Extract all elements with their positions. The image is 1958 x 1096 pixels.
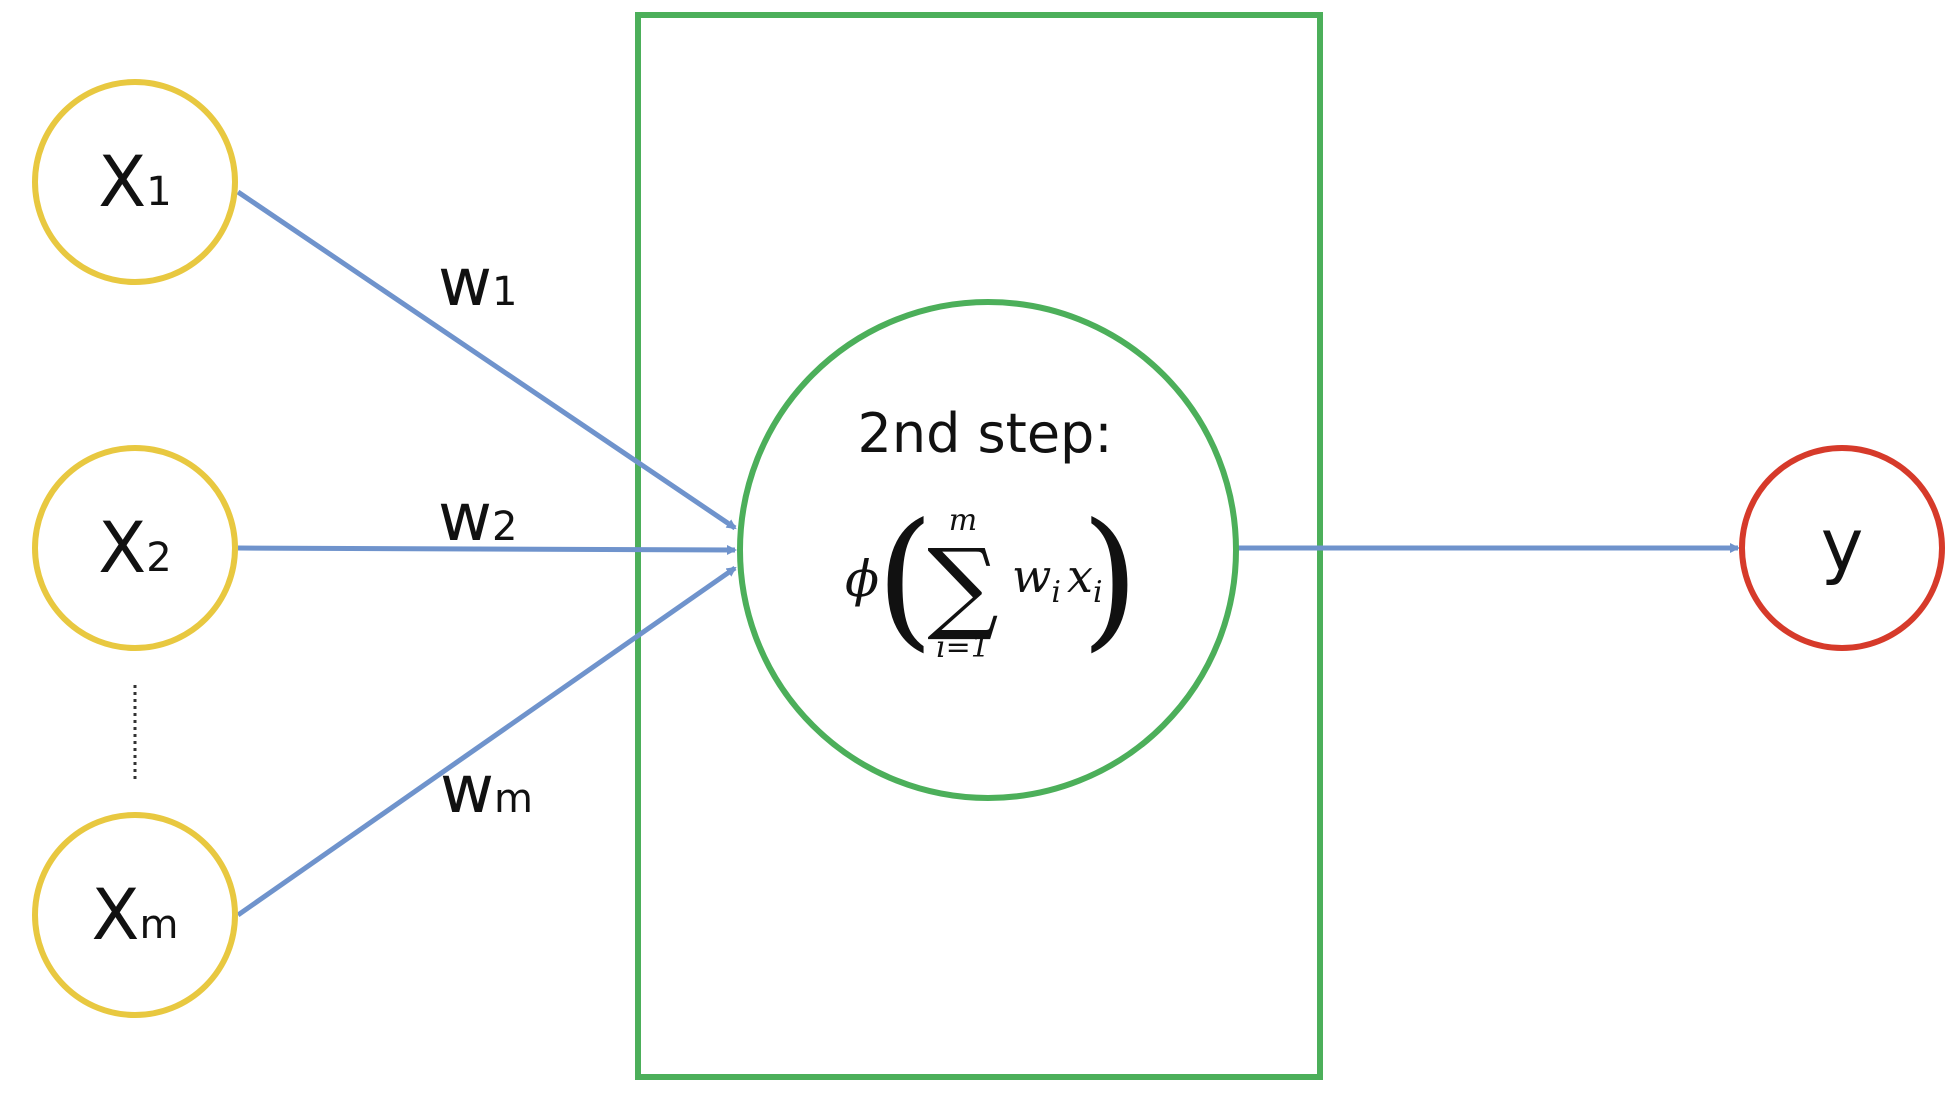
formula-sigma: ∑ bbox=[927, 527, 998, 644]
connection-x1 bbox=[236, 189, 737, 531]
weight-label-w1: w1 bbox=[438, 244, 517, 321]
formula-x: x bbox=[1067, 549, 1093, 603]
input-node-x2: X2 bbox=[32, 445, 238, 651]
input-node-xm: Xm bbox=[32, 812, 238, 1018]
connection-x2 bbox=[237, 544, 737, 555]
input-sub-xm: m bbox=[140, 902, 179, 948]
weight-main-w2: w bbox=[438, 479, 492, 556]
formula-w-sub: i bbox=[1051, 575, 1061, 610]
weight-label-wm: wm bbox=[440, 751, 533, 828]
input-sub-x1: 1 bbox=[146, 169, 171, 215]
formula-phi: ϕ bbox=[845, 550, 879, 608]
input-label-x2: X bbox=[98, 507, 146, 589]
neuron-step-title: 2nd step: bbox=[857, 402, 1112, 465]
svg-text:X2: X2 bbox=[98, 507, 171, 589]
weight-sub-w1: 1 bbox=[492, 269, 517, 315]
input-label-xm: X bbox=[92, 874, 140, 956]
input-sub-x2: 2 bbox=[146, 535, 171, 581]
formula-w: w bbox=[1012, 549, 1051, 603]
formula-lower-limit: i=1 bbox=[936, 630, 990, 665]
weight-main-wm: w bbox=[440, 751, 494, 828]
formula-x-sub: i bbox=[1093, 575, 1103, 610]
input-label-x1: X bbox=[98, 141, 146, 223]
weight-sub-wm: m bbox=[494, 776, 533, 822]
output-node-y: y bbox=[1739, 445, 1945, 651]
input-node-x1: X1 bbox=[32, 79, 238, 285]
formula-open-paren: ( bbox=[876, 492, 935, 666]
formula-upper-limit: m bbox=[949, 503, 977, 538]
weight-sub-w2: 2 bbox=[492, 504, 517, 550]
output-label: y bbox=[1821, 503, 1864, 587]
svg-text:Xm: Xm bbox=[92, 874, 179, 956]
weight-main-w1: w bbox=[438, 244, 492, 321]
svg-text:X1: X1 bbox=[98, 141, 171, 223]
formula-close-paren: ) bbox=[1081, 492, 1140, 666]
weight-label-w2: w2 bbox=[438, 479, 517, 556]
connection-xm bbox=[236, 565, 737, 918]
